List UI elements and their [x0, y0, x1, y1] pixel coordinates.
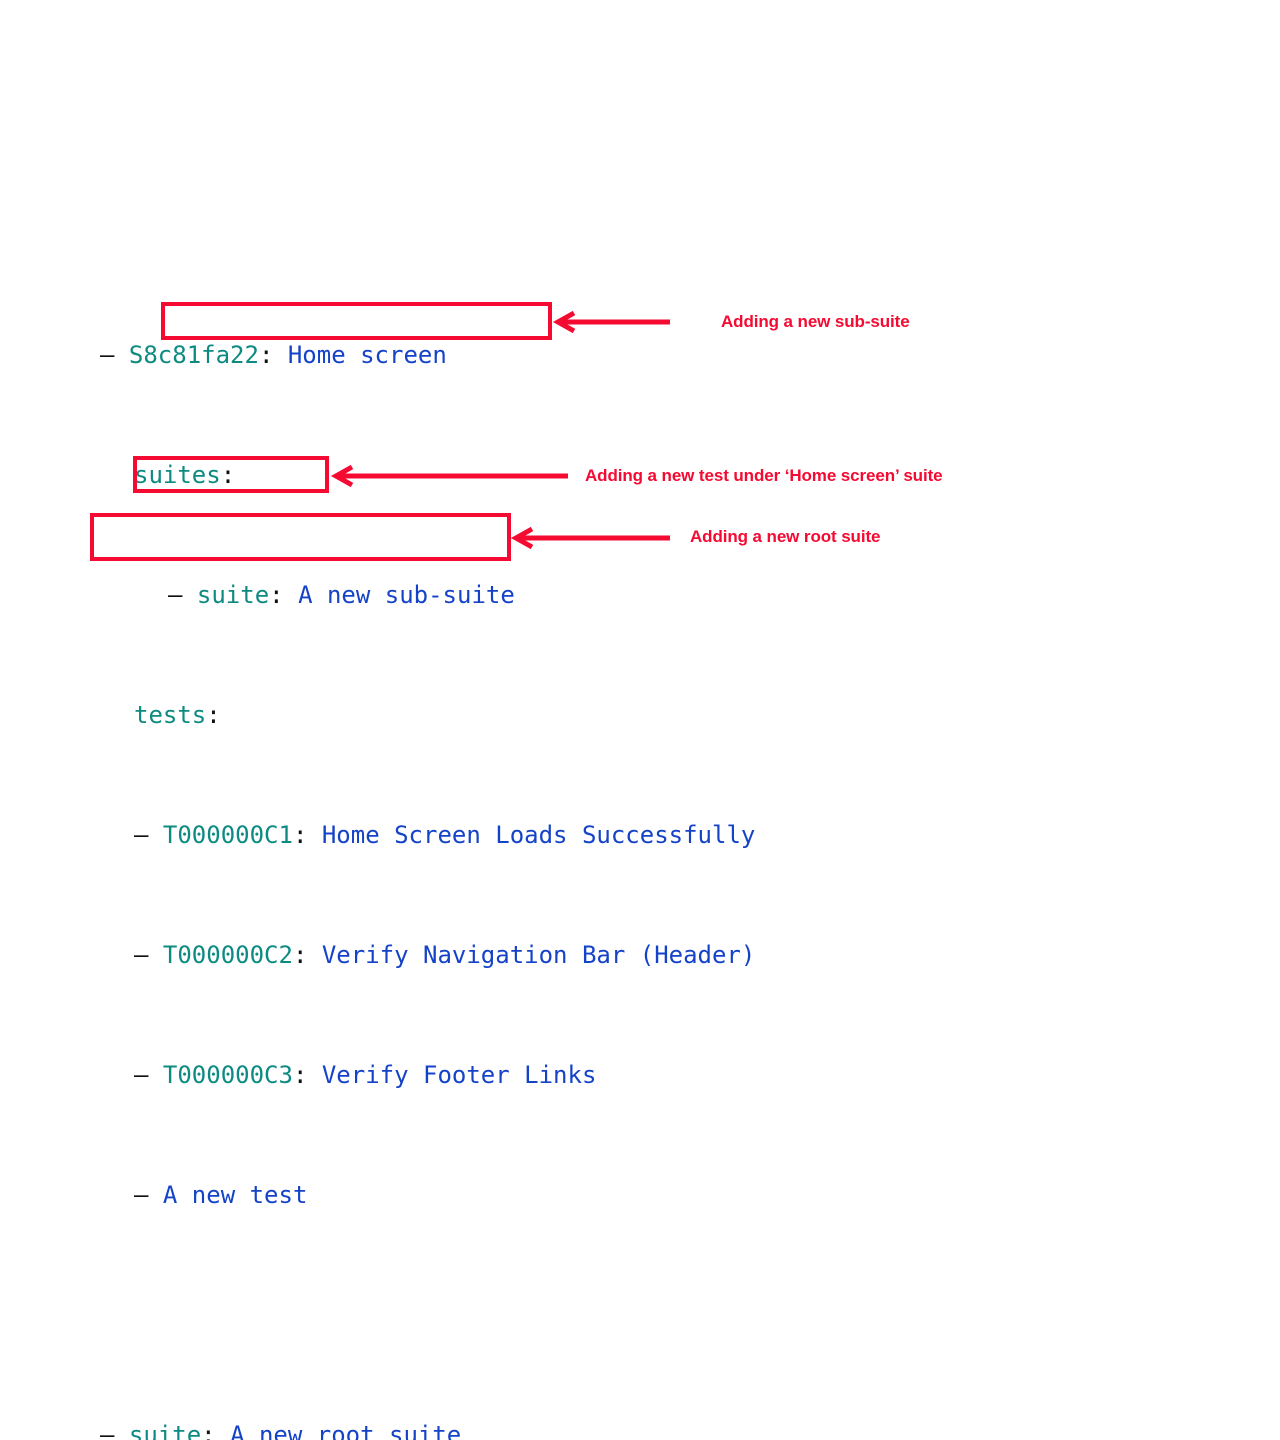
- colon: :: [292, 821, 308, 849]
- test-title: Verify Navigation Bar (Header): [321, 941, 756, 969]
- list-dash: –: [134, 1061, 149, 1089]
- new-root-suite-title: A new root suite: [230, 1421, 462, 1440]
- colon: :: [269, 581, 284, 609]
- colon: :: [206, 701, 221, 729]
- suite-tree: – S8c81fa22: Home screen suites: – suite…: [100, 250, 755, 1440]
- tree-line-sub-suite[interactable]: – suite: A new sub-suite: [100, 580, 755, 610]
- tree-line-new-root-suite[interactable]: – suite: A new root suite: [100, 1420, 755, 1440]
- list-dash: –: [168, 581, 183, 609]
- suite-title: Home screen: [287, 341, 447, 369]
- list-dash: –: [100, 341, 115, 369]
- tree-line-test[interactable]: – T000000C2: Verify Navigation Bar (Head…: [100, 940, 755, 970]
- sub-suite-title: A new sub-suite: [298, 581, 515, 609]
- colon: :: [201, 1421, 216, 1440]
- tests-key-label: tests: [134, 701, 207, 729]
- suite-key-label: suite: [196, 581, 270, 609]
- tree-line-new-test[interactable]: – A new test: [100, 1180, 755, 1210]
- list-dash: –: [134, 941, 149, 969]
- list-dash: –: [134, 821, 149, 849]
- annotation-label-sub-suite: Adding a new sub-suite: [721, 312, 910, 331]
- colon: :: [220, 461, 236, 489]
- suite-key-label: suite: [128, 1421, 202, 1440]
- test-id: T000000C2: [162, 941, 293, 969]
- suites-key-label: suites: [134, 461, 221, 489]
- test-title: Verify Footer Links: [321, 1061, 597, 1089]
- colon: :: [258, 341, 274, 369]
- tree-line-root-suite[interactable]: – S8c81fa22: Home screen: [100, 340, 755, 370]
- colon: :: [292, 941, 308, 969]
- test-id: T000000C1: [162, 821, 293, 849]
- annotation-label-root-suite: Adding a new root suite: [690, 527, 881, 546]
- tree-line-tests-key: tests:: [100, 700, 755, 730]
- list-dash: –: [100, 1421, 115, 1440]
- tree-line-suites-key: suites:: [100, 460, 755, 490]
- test-id: T000000C3: [162, 1061, 293, 1089]
- test-title: Home Screen Loads Successfully: [321, 821, 756, 849]
- suite-id: S8c81fa22: [128, 341, 259, 369]
- annotation-label-new-test: Adding a new test under ‘Home screen’ su…: [585, 466, 943, 485]
- colon: :: [292, 1061, 308, 1089]
- new-test-title: A new test: [162, 1181, 308, 1209]
- list-dash: –: [134, 1181, 149, 1209]
- tree-line-test[interactable]: – T000000C3: Verify Footer Links: [100, 1060, 755, 1090]
- tree-spacer: [100, 1300, 755, 1330]
- tree-line-test[interactable]: – T000000C1: Home Screen Loads Successfu…: [100, 820, 755, 850]
